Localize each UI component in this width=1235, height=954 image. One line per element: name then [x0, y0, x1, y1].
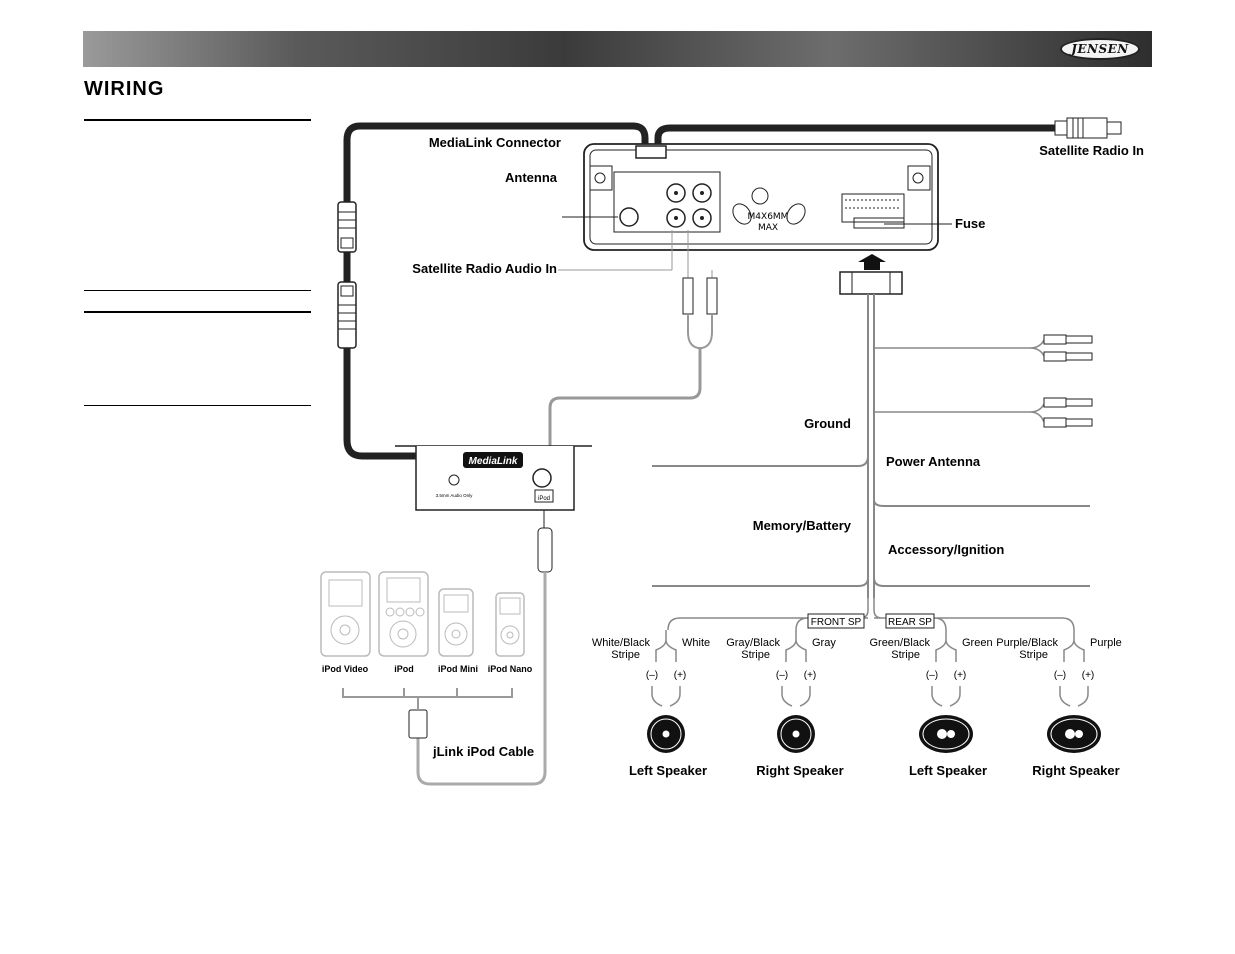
satellite-audio-rca	[548, 270, 718, 456]
ipod-mini-icon	[438, 588, 474, 657]
jensen-logo: JENSEN	[1060, 38, 1140, 60]
medialink-plug-top	[337, 201, 357, 253]
satellite-radio-connector	[1054, 117, 1122, 139]
sidebar-rule	[84, 119, 311, 121]
medialink-box: MediaLink 3.5mm Audio Only iPod	[395, 445, 592, 511]
medialink-cable	[343, 122, 649, 460]
ipod-video-icon	[320, 571, 371, 657]
speaker-name-label: Right Speaker	[756, 763, 843, 778]
sidebar-rule	[84, 405, 311, 406]
ipod-nano-icon	[495, 592, 525, 657]
satellite-radio-in-label: Satellite Radio In	[1039, 143, 1144, 158]
jlink-plug	[537, 527, 553, 573]
power-antenna-label: Power Antenna	[886, 454, 981, 469]
positive-wire-label: Gray	[812, 637, 836, 649]
ipod-model-label: iPod Video	[322, 664, 369, 674]
speaker-name-label: Left Speaker	[909, 763, 987, 778]
ipod-bracket	[342, 688, 513, 698]
header-bar	[83, 31, 1152, 67]
satellite-cable	[654, 124, 1055, 148]
speaker-name-label: Right Speaker	[1032, 763, 1119, 778]
rear-sp-tag	[885, 613, 935, 629]
medialink-connector-label: MediaLink Connector	[429, 135, 561, 150]
front-sp-label: FRONT SP	[811, 617, 862, 628]
rear-sp-label: REAR SP	[888, 617, 932, 628]
positive-terminal-label: (+)	[804, 670, 817, 681]
ipod-icon	[378, 571, 429, 657]
ipod-model-label: iPod	[394, 664, 414, 674]
sidebar-rule	[84, 290, 311, 291]
negative-terminal-label: (–)	[776, 670, 788, 681]
audio-only-label: 3.5mm Audio Only	[436, 493, 474, 498]
positive-terminal-label: (+)	[1082, 670, 1095, 681]
front-sp-tag	[807, 613, 865, 629]
sidebar-rule	[84, 311, 311, 313]
jlink-cable-label: jLink iPod Cable	[432, 744, 534, 759]
negative-terminal-label: (–)	[646, 670, 658, 681]
speaker-icon	[647, 715, 685, 753]
speaker-icon	[919, 715, 973, 753]
memory-battery-label: Memory/Battery	[753, 518, 852, 533]
fuse-label: Fuse	[955, 216, 985, 231]
positive-terminal-label: (+)	[674, 670, 687, 681]
speaker-icon	[777, 715, 815, 753]
positive-terminal-label: (+)	[954, 670, 967, 681]
jlink-cable	[416, 572, 547, 786]
medialink-plug-bottom	[337, 281, 357, 349]
positive-wire-label: Green	[962, 637, 993, 649]
dock-connector	[408, 709, 428, 739]
negative-terminal-label: (–)	[1054, 670, 1066, 681]
ground-label: Ground	[804, 416, 851, 431]
satellite-radio-audio-in-label: Satellite Radio Audio In	[412, 261, 557, 276]
speaker-icon	[1047, 715, 1101, 753]
medialink-logo: MediaLink	[469, 456, 518, 467]
head-unit: M4X6MM MAX	[583, 143, 939, 251]
negative-terminal-label: (–)	[926, 670, 938, 681]
antenna-label: Antenna	[505, 170, 558, 185]
ipod-model-label: iPod Mini	[438, 664, 478, 674]
ipod-labels: iPod Video iPod iPod Mini iPod Nano	[322, 664, 533, 674]
model-label: M4X6MM	[748, 212, 789, 222]
positive-wire-label: White	[682, 637, 710, 649]
max-label: MAX	[758, 223, 778, 233]
ipod-port-label: iPod	[538, 496, 550, 502]
ipod-model-label: iPod Nano	[488, 664, 533, 674]
positive-wire-label: Purple	[1090, 637, 1122, 649]
speaker-name-label: Left Speaker	[629, 763, 707, 778]
accessory-ignition-label: Accessory/Ignition	[888, 542, 1004, 557]
wiring-harness	[652, 254, 1093, 631]
page-title: WIRING	[84, 78, 165, 100]
